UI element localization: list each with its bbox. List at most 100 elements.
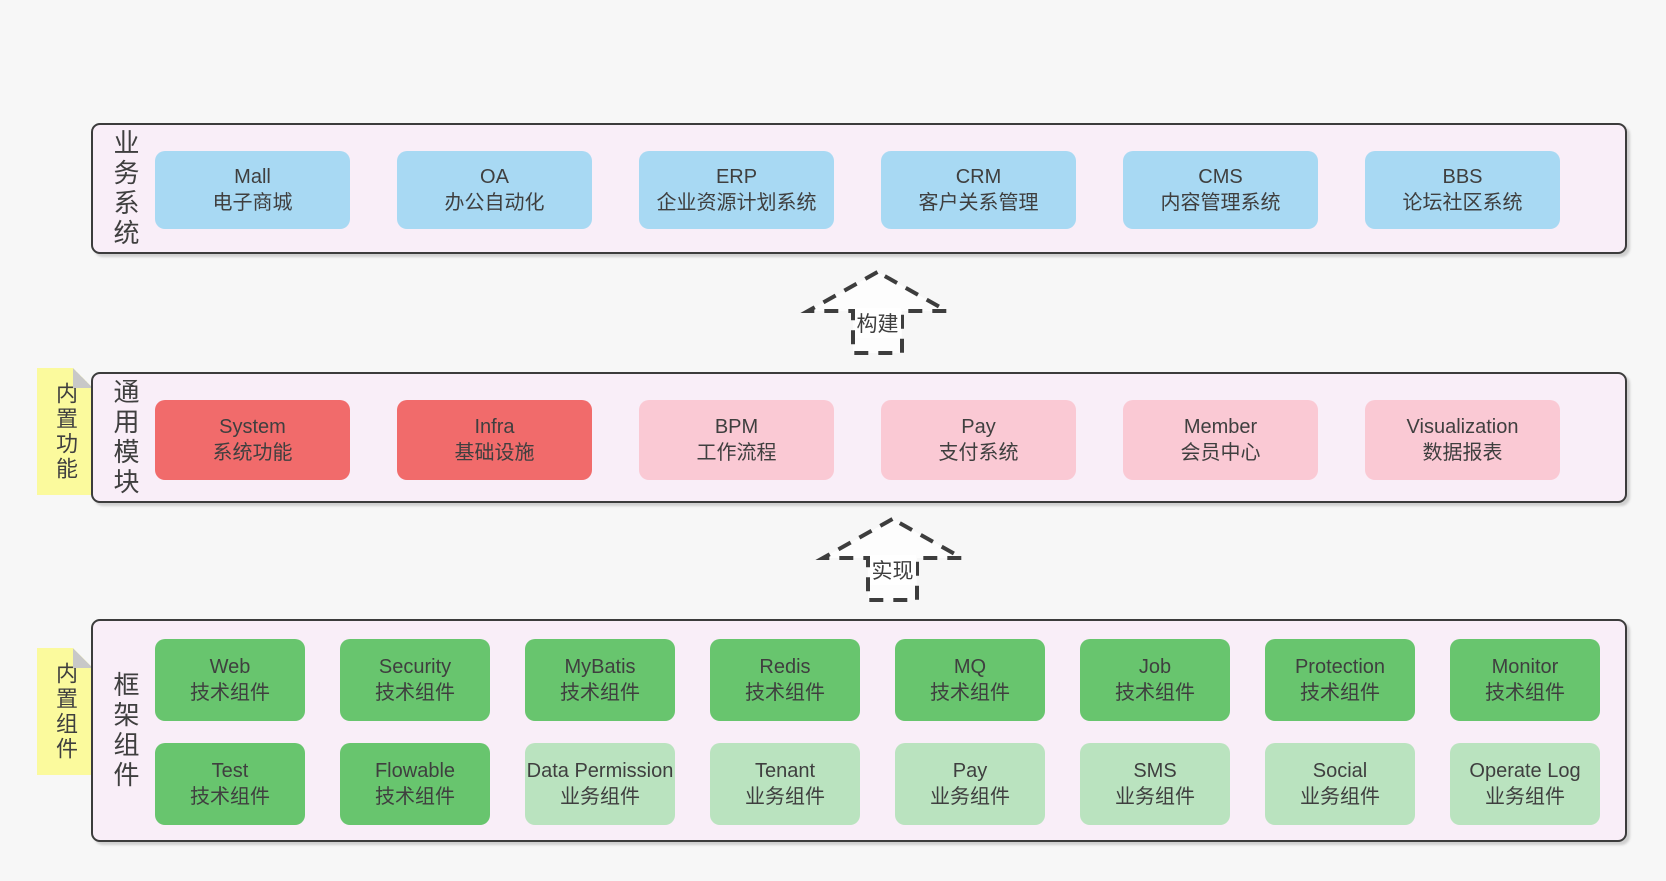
box-subtitle: 技术组件 xyxy=(560,682,640,704)
box-subtitle: 系统功能 xyxy=(212,442,293,464)
box-title: MQ xyxy=(953,656,987,678)
arrow-build-label: 构建 xyxy=(854,308,901,339)
box-subtitle: 支付系统 xyxy=(938,442,1019,464)
box-title: CRM xyxy=(955,166,1002,188)
box-mybatis: MyBatis 技术组件 xyxy=(525,639,675,721)
box-erp: ERP 企业资源计划系统 xyxy=(639,151,834,229)
box-title: CMS xyxy=(1198,166,1243,188)
box-visualization: Visualization 数据报表 xyxy=(1365,400,1560,480)
box-social: Social 业务组件 xyxy=(1265,743,1415,825)
box-cms: CMS 内容管理系统 xyxy=(1123,151,1318,229)
box-title: Infra xyxy=(474,416,515,438)
box-bpm: BPM 工作流程 xyxy=(639,400,834,480)
layer-business-systems: 业务系统 Mall 电子商城 OA 办公自动化 ERP 企业资源计划系统 CRM… xyxy=(91,123,1627,254)
box-title: ERP xyxy=(715,166,758,188)
box-subtitle: 技术组件 xyxy=(1300,682,1380,704)
box-title: Operate Log xyxy=(1469,760,1581,782)
box-subtitle: 电子商城 xyxy=(212,192,293,214)
box-title: Visualization xyxy=(1406,416,1519,438)
box-subtitle: 技术组件 xyxy=(1115,682,1195,704)
layer-common-modules: 通用模块 System 系统功能 Infra 基础设施 BPM 工作流程 Pay… xyxy=(91,372,1627,503)
box-subtitle: 业务组件 xyxy=(930,786,1010,808)
arrow-implement-label: 实现 xyxy=(869,555,916,586)
box-mq: MQ 技术组件 xyxy=(895,639,1045,721)
note-built-in-components: 内置组件 xyxy=(37,648,93,775)
box-title: Pay xyxy=(961,416,996,438)
box-security: Security 技术组件 xyxy=(340,639,490,721)
box-title: Job xyxy=(1138,656,1172,678)
box-web: Web 技术组件 xyxy=(155,639,305,721)
box-subtitle: 论坛社区系统 xyxy=(1402,192,1523,214)
box-subtitle: 基础设施 xyxy=(454,442,535,464)
box-member: Member 会员中心 xyxy=(1123,400,1318,480)
box-title: Redis xyxy=(759,656,811,678)
box-subtitle: 业务组件 xyxy=(1300,786,1380,808)
components-row-2: Test 技术组件 Flowable 技术组件 Data Permission … xyxy=(155,743,1600,825)
box-subtitle: 技术组件 xyxy=(190,786,270,808)
box-test: Test 技术组件 xyxy=(155,743,305,825)
box-title: Member xyxy=(1183,416,1258,438)
box-subtitle: 技术组件 xyxy=(1485,682,1565,704)
box-subtitle: 办公自动化 xyxy=(444,192,545,214)
box-job: Job 技术组件 xyxy=(1080,639,1230,721)
box-infra: Infra 基础设施 xyxy=(397,400,592,480)
box-title: Flowable xyxy=(374,760,456,782)
box-tenant: Tenant 业务组件 xyxy=(710,743,860,825)
box-subtitle: 业务组件 xyxy=(745,786,825,808)
box-title: BPM xyxy=(714,416,759,438)
box-flowable: Flowable 技术组件 xyxy=(340,743,490,825)
box-pay-component: Pay 业务组件 xyxy=(895,743,1045,825)
box-title: Social xyxy=(1312,760,1368,782)
layer-label-components: 框架组件 xyxy=(110,670,140,791)
box-subtitle: 技术组件 xyxy=(190,682,270,704)
box-title: Security xyxy=(378,656,452,678)
box-protection: Protection 技术组件 xyxy=(1265,639,1415,721)
box-title: Protection xyxy=(1294,656,1386,678)
box-subtitle: 内容管理系统 xyxy=(1160,192,1281,214)
note-text: 内置组件 xyxy=(53,661,78,762)
box-subtitle: 技术组件 xyxy=(930,682,1010,704)
box-subtitle: 客户关系管理 xyxy=(918,192,1039,214)
box-system: System 系统功能 xyxy=(155,400,350,480)
box-title: Mall xyxy=(234,166,271,188)
box-title: System xyxy=(219,416,286,438)
box-subtitle: 技术组件 xyxy=(375,786,455,808)
box-title: BBS xyxy=(1442,166,1483,188)
box-sms: SMS 业务组件 xyxy=(1080,743,1230,825)
layer-label-business: 业务系统 xyxy=(110,128,140,249)
box-title: Tenant xyxy=(754,760,816,782)
layer-label-modules: 通用模块 xyxy=(110,377,140,498)
box-title: Web xyxy=(209,656,251,678)
box-subtitle: 业务组件 xyxy=(560,786,640,808)
box-title: Test xyxy=(211,760,249,782)
note-text: 内置功能 xyxy=(53,381,78,482)
box-title: Monitor xyxy=(1491,656,1559,678)
box-title: Data Permission xyxy=(526,760,674,782)
box-bbs: BBS 论坛社区系统 xyxy=(1365,151,1560,229)
box-title: MyBatis xyxy=(564,656,636,678)
box-subtitle: 数据报表 xyxy=(1422,442,1503,464)
layer-framework-components: 框架组件 Web 技术组件 Security 技术组件 MyBatis 技术组件… xyxy=(91,619,1627,842)
note-built-in-features: 内置功能 xyxy=(37,368,93,495)
box-operate-log: Operate Log 业务组件 xyxy=(1450,743,1600,825)
box-crm: CRM 客户关系管理 xyxy=(881,151,1076,229)
box-subtitle: 技术组件 xyxy=(375,682,455,704)
box-subtitle: 工作流程 xyxy=(696,442,777,464)
box-title: OA xyxy=(480,166,509,188)
box-mall: Mall 电子商城 xyxy=(155,151,350,229)
arrow-build: 构建 xyxy=(800,266,955,358)
box-subtitle: 企业资源计划系统 xyxy=(656,192,817,214)
box-subtitle: 技术组件 xyxy=(745,682,825,704)
arrow-implement: 实现 xyxy=(815,513,970,605)
box-subtitle: 业务组件 xyxy=(1485,786,1565,808)
box-monitor: Monitor 技术组件 xyxy=(1450,639,1600,721)
box-subtitle: 会员中心 xyxy=(1180,442,1261,464)
box-redis: Redis 技术组件 xyxy=(710,639,860,721)
components-row-1: Web 技术组件 Security 技术组件 MyBatis 技术组件 Redi… xyxy=(155,639,1600,721)
box-subtitle: 业务组件 xyxy=(1115,786,1195,808)
box-title: Pay xyxy=(952,760,988,782)
box-pay-module: Pay 支付系统 xyxy=(881,400,1076,480)
box-oa: OA 办公自动化 xyxy=(397,151,592,229)
box-title: SMS xyxy=(1133,760,1177,782)
